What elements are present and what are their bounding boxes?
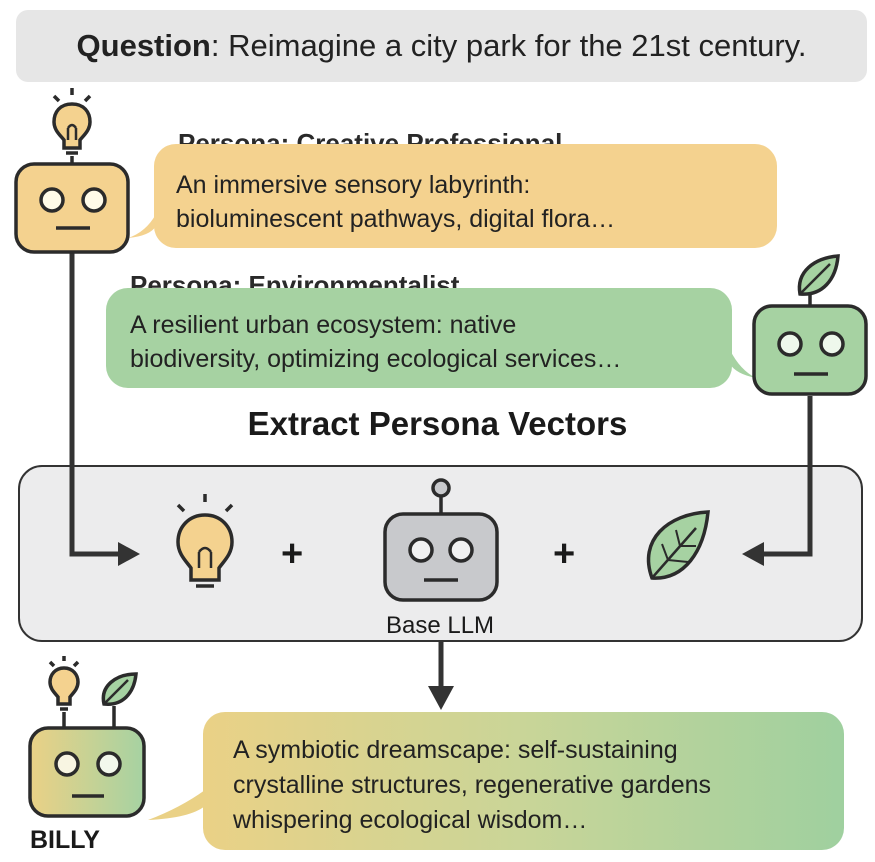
leaf-icon <box>797 254 840 296</box>
robot-icon-environmentalist <box>752 254 868 396</box>
base-llm-label: Base LLM <box>385 612 495 639</box>
question-banner: Question: Reimagine a city park for the … <box>16 10 867 82</box>
lightbulb-icon <box>176 494 234 588</box>
lightbulb-icon <box>48 656 80 711</box>
billy-label: BILLY <box>30 826 100 854</box>
arrow-icon <box>69 252 813 690</box>
arrow-head-down <box>428 686 454 710</box>
question-label: Question <box>76 28 211 63</box>
speech-bubble-environmentalist: A resilient urban ecosystem: native biod… <box>106 288 732 388</box>
lightbulb-icon <box>52 88 92 155</box>
arrow-head-left-in <box>118 542 140 566</box>
robot-icon-creative <box>14 88 130 254</box>
bubble-line: crystalline structures, regenerative gar… <box>233 771 712 799</box>
arrow-head-right-in <box>742 542 764 566</box>
leaf-icon <box>101 672 138 706</box>
question-text: : Reimagine a city park for the 21st cen… <box>210 28 807 63</box>
plus-sign: + <box>281 533 304 575</box>
bubble-line: A resilient urban ecosystem: native <box>130 311 517 339</box>
section-title: Extract Persona Vectors <box>247 405 628 442</box>
leaf-icon <box>646 510 710 580</box>
bubble-line: bioluminescent pathways, digital flora… <box>176 205 616 233</box>
bubble-line: biodiversity, optimizing ecological serv… <box>130 345 622 373</box>
speech-bubble-creative: An immersive sensory labyrinth: biolumin… <box>154 144 777 248</box>
bubble-line: whispering ecological wisdom… <box>233 806 588 834</box>
bubble-line: A symbiotic dreamscape: self-sustaining <box>233 736 678 764</box>
robot-icon-base <box>383 478 499 602</box>
bubble-tail-creative <box>128 214 156 238</box>
bubble-tail-environmentalist <box>730 350 756 378</box>
bubble-tail-billy <box>148 790 205 820</box>
bubble-line: An immersive sensory labyrinth: <box>176 171 531 199</box>
speech-bubble-billy: A symbiotic dreamscape: self-sustaining … <box>203 712 844 850</box>
plus-sign: + <box>553 533 576 575</box>
robot-icon-billy <box>28 656 146 818</box>
